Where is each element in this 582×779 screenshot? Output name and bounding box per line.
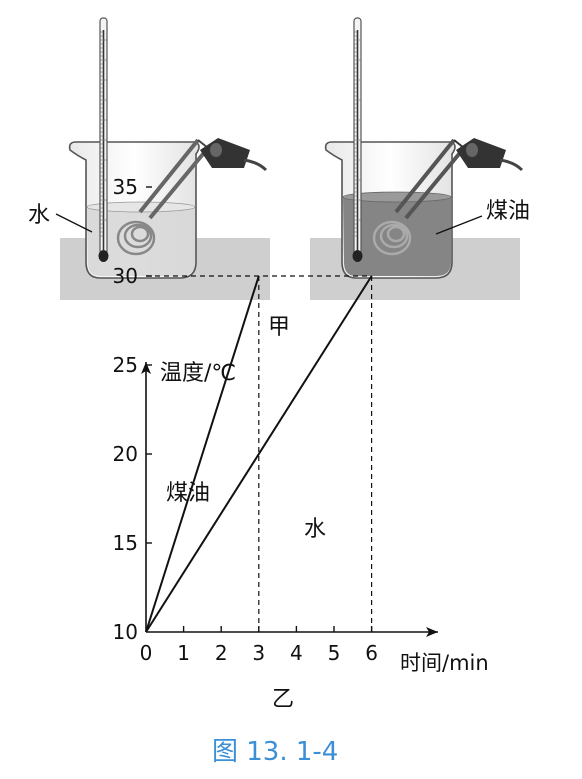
caption-jia: 甲 [268,315,290,340]
x-tick-label: 4 [290,641,303,665]
y-tick-label: 10 [113,620,138,644]
heater-plug [200,138,268,172]
x-tick-label: 6 [365,641,378,665]
beaker-water-illustration: 水 [28,17,270,300]
kerosene-pointer [435,215,483,235]
thermometer [98,17,109,262]
y-tick-label: 15 [113,531,138,555]
label-water: 水 [28,203,50,228]
x-tick-label: 1 [177,641,190,665]
x-tick-label: 3 [252,641,265,665]
y-axis-label: 温度/℃ [160,361,236,386]
x-tick-label: 5 [328,641,341,665]
heater-rod [138,138,210,220]
label-kerosene: 煤油 [486,199,530,224]
series-line-water [145,275,373,633]
heater-rod [394,138,466,220]
kerosene-liquid [343,193,451,276]
x-axis-arrow [426,627,438,637]
x-axis-label: 时间/min [400,651,489,675]
figure-caption: 图 13. 1-4 [212,737,338,767]
series-label-water: 水 [304,517,326,542]
y-axis-arrow [141,362,151,374]
heater-coil [372,220,412,256]
x-tick-label: 0 [140,641,153,665]
heater-coil [116,220,156,256]
y-tick-label: 20 [113,442,138,466]
heater-plug [456,138,524,172]
caption-yi: 乙 [272,687,294,712]
series-line-kerosene [145,275,260,633]
beaker-kerosene-illustration: 煤油 [310,17,530,300]
y-tick-label: 30 [113,264,138,288]
y-tick-label: 25 [113,353,138,377]
thermometer [352,17,363,262]
x-tick-label: 2 [215,641,228,665]
water-pointer [55,213,93,233]
y-tick-label: 35 [113,175,138,199]
series-label-kerosene: 煤油 [166,481,210,506]
